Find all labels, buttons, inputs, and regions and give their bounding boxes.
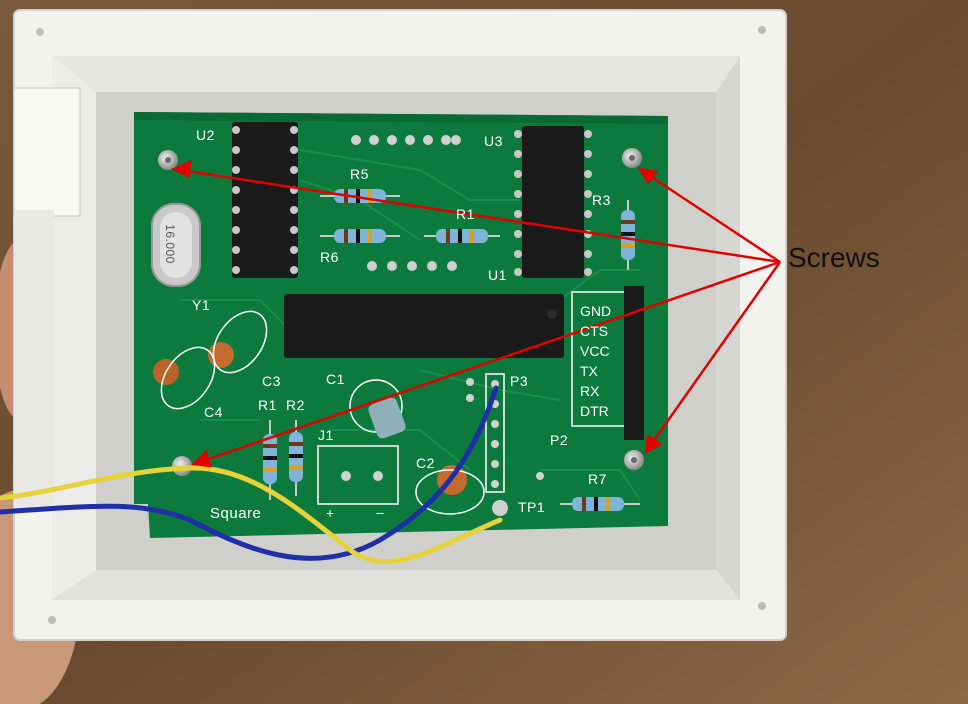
label-r6: R6 [320,249,339,265]
screws-callout-label: Screws [788,242,880,273]
screw-head-socket [165,157,171,163]
label-r2: R2 [286,397,305,413]
label-y1: Y1 [192,297,211,313]
c2-outline [415,469,485,515]
label-c1: C1 [326,371,345,387]
label-c4: C4 [204,404,223,420]
pcb-traces [180,149,641,501]
p3-pins [466,378,499,488]
screw-head-socket [631,457,637,463]
label-polarity-plus: + [326,505,335,521]
arrow-head [644,433,663,455]
capacitor-c1 [368,397,406,439]
chip-u3 [514,126,592,278]
label-u3: U3 [484,133,503,149]
j1-outline [317,445,399,505]
corner-hole [36,28,44,36]
label-r1: R1 [258,397,277,413]
arrow-head [171,159,192,178]
blue-wire [0,385,499,561]
screw-head-socket [629,155,635,161]
pcb-edge [134,112,668,124]
label-tp1: TP1 [518,499,546,515]
corner-hole [758,26,766,34]
c4-outline [160,346,216,410]
resistor-r3 [621,200,635,270]
p3-outline [485,373,505,493]
yellow-wire [0,465,503,565]
c1-outline [349,379,403,433]
label-u1: U1 [488,267,507,283]
j1-pad [341,471,351,481]
pin-label-cts: CTS [580,323,608,339]
side-slot-tab [13,87,81,217]
p2-header [624,286,644,440]
chip-u1 [284,294,564,358]
via [536,472,544,480]
resistor-r7 [560,497,640,511]
pin-label-rx: RX [580,383,600,399]
pin-label-tx: TX [580,363,598,379]
resistor-r1 [263,420,277,500]
label-polarity-minus: − [376,505,385,521]
side-slot [14,210,54,510]
label-p2: P2 [550,432,569,448]
enclosure-inner-wall [52,56,740,92]
arrow-to-top-left-screw [179,168,781,264]
enclosure-right-wall [716,56,740,600]
label-u2: U2 [196,127,215,143]
j1-pad [373,471,383,481]
enclosure-bottom-wall [52,570,740,600]
arrow-to-bottom-left-screw [199,260,781,464]
label-r1-top: R1 [456,206,475,222]
screw-arrows [171,159,782,468]
label-r5: R5 [350,166,369,182]
label-c3: C3 [262,373,281,389]
arrow-to-top-right-screw [643,170,781,264]
label-p3: P3 [510,373,529,389]
resistor-r6 [320,229,400,243]
label-brand: Square [210,505,262,522]
label-r3: R3 [592,192,611,208]
crystal-marking: 16.000 [162,224,177,264]
resistor-r1-top [424,229,500,243]
resistor-r2 [289,420,303,496]
label-r7: R7 [588,471,607,487]
arrow-to-bottom-right-screw [648,261,782,447]
pin-header-top [351,135,461,145]
pin-label-gnd: GND [580,303,612,319]
pin-label-dtr: DTR [580,403,609,419]
pin-header-mid [367,261,457,271]
corner-hole [48,616,56,624]
label-c2: C2 [416,455,435,471]
c3-outline [212,310,268,374]
chip-u2 [232,122,298,278]
arrow-head [637,167,659,185]
corner-hole [758,602,766,610]
pin-label-vcc: VCC [580,343,610,359]
arrow-head [191,449,212,468]
label-j1: J1 [318,427,334,443]
tp1-pad [492,500,508,516]
crystal-y1 [151,203,201,287]
